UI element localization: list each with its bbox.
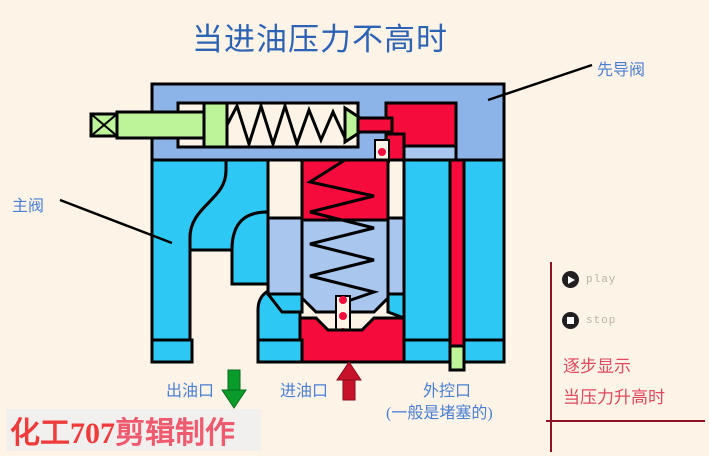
seat-shoulder-right [386,292,406,321]
watermark-part3: 剪辑制作 [115,417,235,450]
seat-shoulder-left [264,292,304,314]
pilot-spring [225,101,357,149]
screw-head-cross-2 [90,113,118,137]
orifice-dot-1 [339,296,347,304]
inlet-flow-arrow [336,361,362,401]
inlet-chamber-left [230,160,270,286]
pilot-stem [356,116,394,134]
label-oil-outlet: 出油口 [166,383,215,400]
play-circle-icon[interactable] [562,271,579,288]
label-external-port: 外控口 [423,383,472,400]
external-control-plug [448,344,466,372]
spool-guide-right [386,216,406,296]
spring-seat-block [202,101,229,149]
watermark-part1: 化工 [10,417,70,450]
adjusting-screw-rod [115,110,206,140]
outlet-passage [150,158,228,364]
stop-button[interactable]: stop [562,312,616,329]
inlet-passage-red [298,316,406,364]
leader-line-pilot-valve [487,63,593,102]
main-spring [306,158,380,304]
stop-circle-icon[interactable] [562,312,579,329]
page-title: 当进油压力不高时 [192,22,448,57]
body-right-cyan-2 [460,158,506,364]
external-control-channel [448,158,466,352]
stop-button-label: stop [586,314,617,327]
foot-outlet [150,338,194,364]
watermark-part2: 707 [70,417,115,450]
orifice-dot-upper [378,148,386,156]
leader-line-main-valve [59,198,173,245]
watermark: 化工707剪辑制作 [6,409,261,451]
label-external-port-note: (一般是堵塞的) [386,405,493,422]
spool-guide-left [266,216,304,296]
note-step-display[interactable]: 逐步显示 [563,357,631,376]
foot-right-1 [402,338,452,364]
play-button[interactable]: play [562,271,616,288]
play-button-label: play [586,273,617,286]
orifice-dot-2 [339,312,347,320]
label-oil-inlet: 进油口 [280,383,329,400]
pilot-pocket-blue [402,144,458,162]
note-pressure-rise[interactable]: 当压力升高时 [563,388,665,407]
label-pilot-valve: 先导阀 [597,62,646,79]
foot-right-2 [462,338,506,364]
outlet-flow-arrow [221,369,247,409]
foot-inlet-left [256,338,304,364]
label-main-valve: 主阀 [12,198,45,215]
